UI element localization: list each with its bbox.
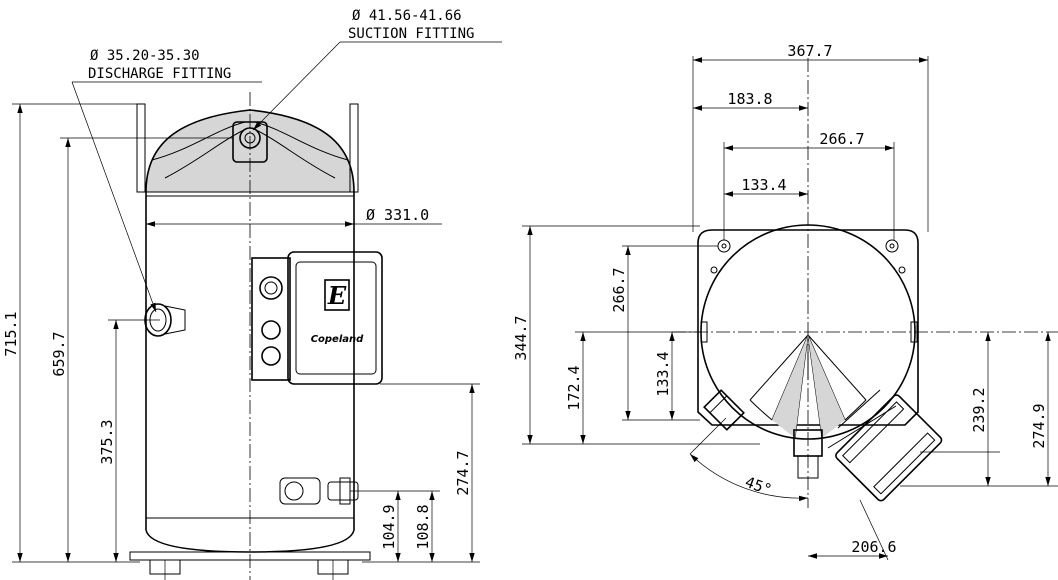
brand-logo-text: Copeland	[311, 334, 364, 345]
width-total-label: 367.7	[787, 42, 832, 60]
bottom-206-label: 206.6	[851, 538, 896, 556]
angle-label: 45°	[743, 473, 775, 499]
suction-dia-label: Ø 41.56-41.66	[352, 8, 462, 24]
depth-half-label: 172.4	[565, 365, 583, 410]
discharge-dia-label: Ø 35.20-35.30	[90, 48, 200, 64]
body-diameter-label: Ø 331.0	[366, 206, 429, 224]
depth-total-label: 344.7	[512, 315, 530, 360]
right-274-label: 274.9	[1030, 403, 1048, 448]
terminal-box: E Copeland	[251, 251, 383, 385]
oil-fitting	[279, 477, 359, 505]
depth-mount-label: 266.7	[610, 267, 628, 312]
height-total-label: 715.1	[2, 311, 20, 356]
height-terminal-box-label: 274.7	[454, 450, 472, 495]
suction-name-label: SUCTION FITTING	[348, 26, 474, 42]
height-oil-port-label: 104.9	[380, 504, 398, 549]
right-239-label: 239.2	[970, 387, 988, 432]
mount-spacing-label: 266.7	[819, 130, 864, 148]
front-view: E Copeland Ø 41.56-41.66 SUCTION FITTING…	[2, 8, 502, 580]
height-suction-port-label: 375.3	[98, 419, 116, 464]
discharge-name-label: DISCHARGE FITTING	[88, 66, 231, 82]
top-view: 367.7 183.8 266.7 133.4 344.7 266.7 172.…	[512, 42, 1058, 561]
height-discharge-label: 659.7	[50, 331, 68, 376]
offset-center-label: 183.8	[727, 90, 772, 108]
depth-mount-half-label: 133.4	[654, 351, 672, 396]
height-sight-label: 108.8	[414, 504, 432, 549]
logo-mark: E	[327, 281, 347, 310]
mount-half-label: 133.4	[741, 176, 786, 194]
